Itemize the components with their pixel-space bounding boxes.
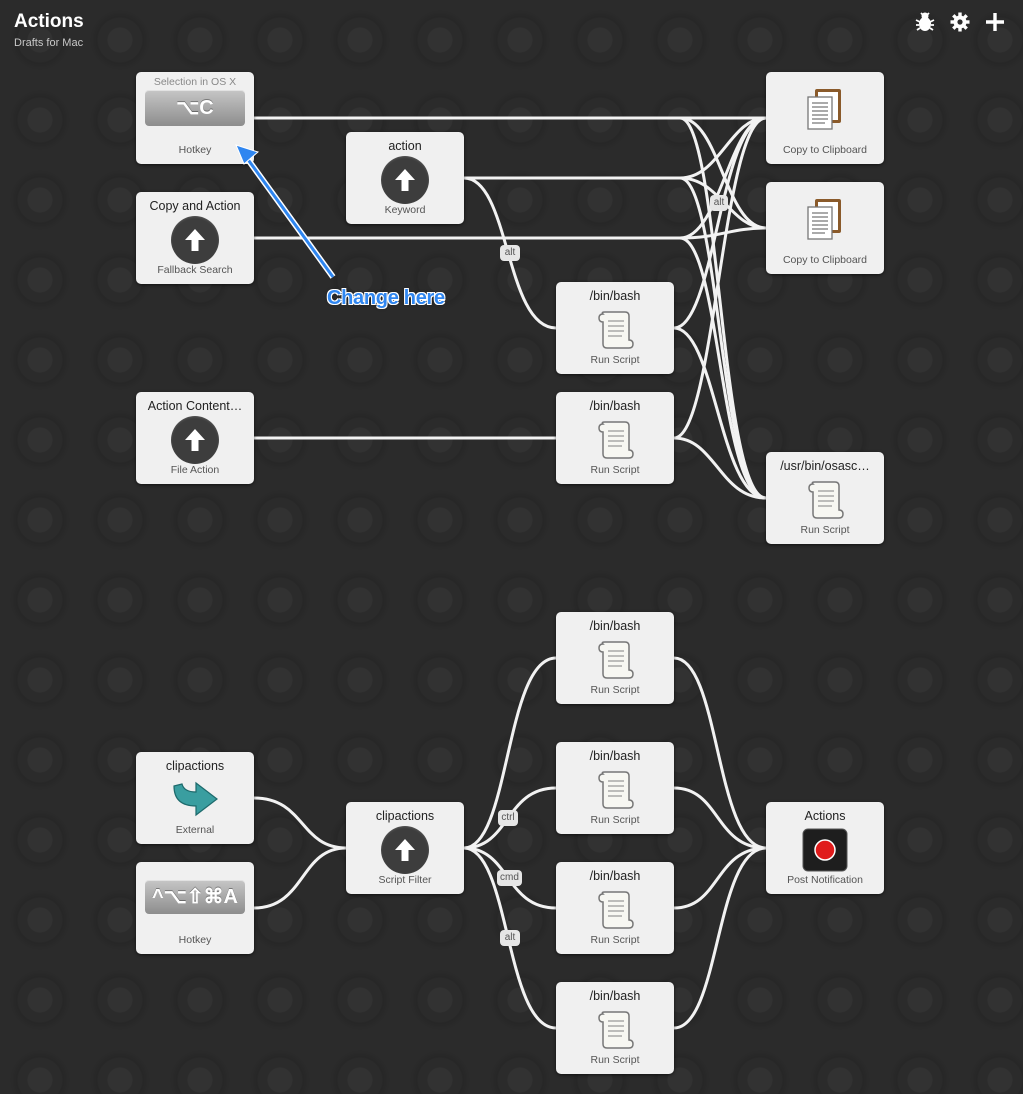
- node-type-label: Run Script: [800, 524, 850, 536]
- wire-bash6-to-notify[interactable]: [673, 846, 767, 1030]
- script-scroll-icon: [595, 308, 635, 357]
- modifier-tag-cmd: cmd: [497, 870, 522, 886]
- wire-fallback-to-osascript[interactable]: [254, 236, 767, 500]
- script-scroll-icon: [595, 888, 635, 937]
- run-script-node[interactable]: /usr/bin/osasc… Run Script: [766, 452, 884, 544]
- record-icon: [802, 828, 848, 877]
- up-arrow-icon: [381, 826, 429, 874]
- wire-bash1-to-osascript[interactable]: [673, 326, 767, 500]
- node-type-label: Run Script: [590, 814, 640, 826]
- run-script-node[interactable]: /bin/bash Run Script: [556, 982, 674, 1074]
- script-scroll-icon: [595, 418, 635, 467]
- node-type-label: Post Notification: [787, 874, 863, 886]
- run-script-node[interactable]: /bin/bash Run Script: [556, 862, 674, 954]
- page-title: Actions: [14, 11, 84, 32]
- copy-to-clipboard-node[interactable]: Copy to Clipboard: [766, 72, 884, 164]
- run-script-node[interactable]: /bin/bash Run Script: [556, 392, 674, 484]
- node-type-label: External: [175, 824, 215, 836]
- copy-to-clipboard-node[interactable]: Copy to Clipboard: [766, 182, 884, 274]
- modifier-tag-alt: alt: [500, 245, 520, 261]
- hotkey-combo: ^⌥⇧⌘A: [145, 880, 245, 914]
- node-title: /bin/bash: [589, 989, 641, 1003]
- run-script-node[interactable]: /bin/bash Run Script: [556, 612, 674, 704]
- node-type-label: Copy to Clipboard: [782, 254, 868, 266]
- wire-hotkey2-to-filter[interactable]: [253, 846, 347, 910]
- node-type-label: Hotkey: [178, 144, 212, 156]
- wire-bash1-to-clip1[interactable]: [673, 116, 767, 330]
- up-arrow-icon: [171, 216, 219, 264]
- node-title: /bin/bash: [589, 619, 641, 633]
- keyword-input-node[interactable]: action Keyword: [346, 132, 464, 224]
- node-title: Selection in OS X: [153, 76, 237, 88]
- wire-bash5-to-notify[interactable]: [673, 846, 767, 910]
- modifier-tag-alt: alt: [710, 195, 728, 211]
- node-type-label: File Action: [170, 464, 220, 476]
- node-title: clipactions: [165, 759, 225, 773]
- bug-icon[interactable]: [914, 11, 936, 33]
- node-title: /bin/bash: [589, 869, 641, 883]
- script-scroll-icon: [595, 638, 635, 687]
- wire-external-to-filter[interactable]: [253, 796, 347, 850]
- node-title: Copy and Action: [149, 199, 241, 213]
- node-type-label: Run Script: [590, 684, 640, 696]
- node-type-label: Fallback Search: [157, 264, 233, 276]
- clipboard-icon: [803, 196, 847, 249]
- run-script-node[interactable]: /bin/bash Run Script: [556, 282, 674, 374]
- node-title: /bin/bash: [589, 399, 641, 413]
- wire-bash2-to-osascript[interactable]: [673, 436, 767, 500]
- page-subtitle: Drafts for Mac: [14, 37, 84, 49]
- node-type-label: Run Script: [590, 464, 640, 476]
- gear-icon[interactable]: [949, 11, 971, 33]
- fallback-search-node[interactable]: Copy and Action Fallback Search: [136, 192, 254, 284]
- modifier-tag-alt: alt: [500, 930, 520, 946]
- node-type-label: Run Script: [590, 354, 640, 366]
- node-title: Action Content…: [147, 399, 243, 413]
- hotkey-trigger-node[interactable]: Selection in OS X ⌥C Hotkey: [136, 72, 254, 164]
- wire-hotkey-to-clip2[interactable]: [254, 116, 767, 230]
- wire-bash4-to-notify[interactable]: [673, 786, 767, 850]
- clipboard-icon: [803, 86, 847, 139]
- up-arrow-icon: [381, 156, 429, 204]
- node-title: action: [388, 139, 422, 153]
- node-type-label: Script Filter: [378, 874, 432, 886]
- run-script-node[interactable]: /bin/bash Run Script: [556, 742, 674, 834]
- script-scroll-icon: [595, 768, 635, 817]
- script-scroll-icon: [805, 478, 845, 527]
- wire-bash2-to-clip1[interactable]: [673, 116, 767, 440]
- hotkey-combo: ⌥C: [145, 90, 245, 126]
- node-title: clipactions: [375, 809, 435, 823]
- node-type-label: Copy to Clipboard: [782, 144, 868, 156]
- plus-icon[interactable]: [984, 11, 1006, 33]
- node-title: /usr/bin/osasc…: [780, 459, 870, 473]
- node-title: Actions: [804, 809, 846, 823]
- external-arrow-icon: [170, 778, 220, 823]
- node-type-label: Keyword: [384, 204, 426, 216]
- external-trigger-node[interactable]: clipactions External: [136, 752, 254, 844]
- script-scroll-icon: [595, 1008, 635, 1057]
- node-type-label: Run Script: [590, 934, 640, 946]
- wire-filter-to-bash3[interactable]: [463, 656, 557, 850]
- node-title: /bin/bash: [589, 289, 641, 303]
- post-notification-node[interactable]: Actions Post Notification: [766, 802, 884, 894]
- node-type-label: Run Script: [590, 1054, 640, 1066]
- file-action-node[interactable]: Action Content… File Action: [136, 392, 254, 484]
- node-title: /bin/bash: [589, 749, 641, 763]
- hotkey-trigger-node[interactable]: ^⌥⇧⌘A Hotkey: [136, 862, 254, 954]
- script-filter-node[interactable]: clipactions Script Filter: [346, 802, 464, 894]
- annotation-callout: Change here: [327, 287, 445, 309]
- wire-bash3-to-notify[interactable]: [673, 656, 767, 850]
- modifier-tag-ctrl: ctrl: [498, 810, 518, 826]
- up-arrow-icon: [171, 416, 219, 464]
- node-type-label: Hotkey: [178, 934, 212, 946]
